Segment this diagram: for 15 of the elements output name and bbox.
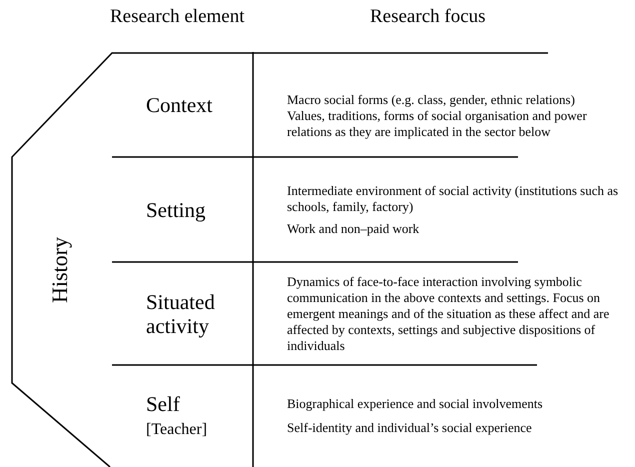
focus-text: Values, traditions, forms of social organisation and power relations as they are implicated in the sector below [287, 108, 588, 140]
focus-text: Dynamics of face-to-face interaction involving symbolic communication in the above contexts and settings. Focus on emergent meanings and of the situation as these affect and are affected by contexts, settings and subjective dispositions of individuals [287, 274, 610, 354]
element-label: Setting [146, 198, 207, 222]
focus-text: Intermediate environment of social activity (institutions such as schools, family, factory) [287, 182, 620, 214]
focus-text: Work and non–paid work [287, 220, 420, 236]
history-label: History [48, 237, 72, 303]
column-heading: Research element [110, 6, 245, 28]
element-label: Situated activity [146, 290, 216, 338]
focus-text: Macro social forms (e.g. class, gender, ethnic relations) [287, 92, 576, 108]
focus-text: Biographical experience and social involvements [287, 396, 544, 412]
column-heading: Research focus [370, 6, 486, 28]
focus-text: Self-identity and individual’s social experience [287, 420, 533, 436]
element-label: Self [146, 392, 181, 416]
element-label: [Teacher] [146, 420, 208, 440]
element-label: Context [146, 92, 214, 116]
